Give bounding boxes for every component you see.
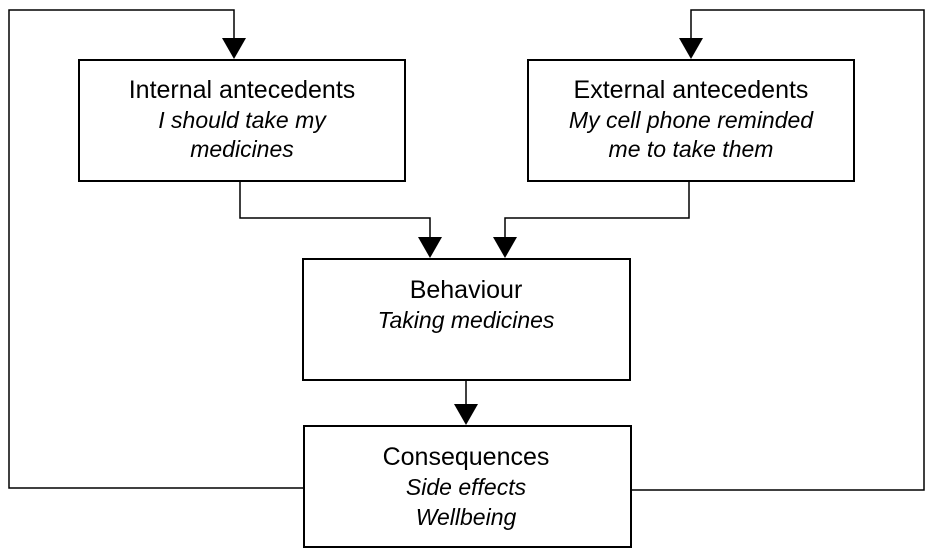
arrowhead-external-into-behaviour: [493, 237, 517, 258]
internal-antecedents-box: Internal antecedents I should take my me…: [78, 59, 406, 182]
consequences-title: Consequences: [383, 443, 550, 471]
external-antecedents-example-line1: My cell phone reminded: [569, 107, 814, 133]
consequences-example-line2: Wellbeing: [416, 504, 517, 530]
external-antecedents-box: External antecedents My cell phone remin…: [527, 59, 855, 182]
connector-external-to-behaviour: [504, 182, 690, 237]
consequences-box: Consequences Side effects Wellbeing: [303, 425, 632, 548]
internal-antecedents-example-line2: medicines: [190, 136, 294, 162]
feedback-line-left: [8, 9, 304, 489]
arrowhead-into-consequences: [454, 404, 478, 425]
feedback-line-right: [631, 9, 925, 491]
behaviour-example: Taking medicines: [378, 307, 555, 333]
external-antecedents-example-line2: me to take them: [609, 136, 774, 162]
behaviour-box: Behaviour Taking medicines: [302, 258, 631, 381]
internal-antecedents-example-line1: I should take my: [158, 107, 327, 133]
arrowhead-into-internal: [222, 38, 246, 59]
internal-antecedents-title: Internal antecedents: [129, 76, 356, 104]
arrowhead-into-external: [679, 38, 703, 59]
consequences-example-line1: Side effects: [406, 474, 527, 500]
connector-internal-to-behaviour: [239, 182, 431, 237]
arrowhead-internal-into-behaviour: [418, 237, 442, 258]
behaviour-title: Behaviour: [410, 276, 523, 304]
external-antecedents-title: External antecedents: [574, 76, 809, 104]
